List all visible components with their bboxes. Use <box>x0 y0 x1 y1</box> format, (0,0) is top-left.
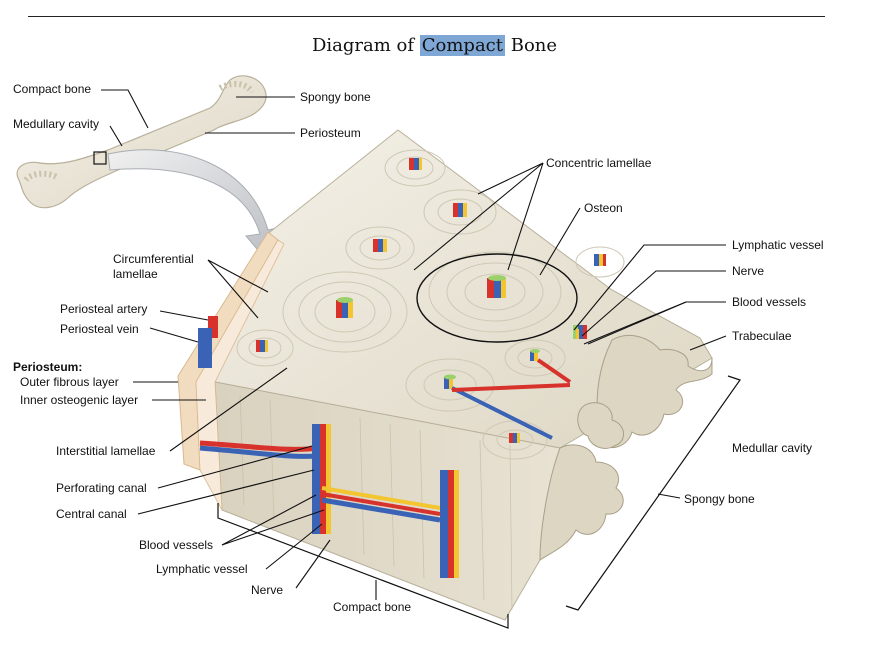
front-vessels <box>199 424 459 578</box>
perforating-artery-2 <box>536 358 572 384</box>
label-periosteum-heading: Periosteum: <box>13 360 82 374</box>
label-compact-bone-bottom: Compact bone <box>333 600 411 614</box>
magnify-box <box>93 151 107 165</box>
perforating-artery <box>451 383 571 392</box>
diagram-labels: Compact bone Medullary cavity Spongy bon… <box>13 82 824 614</box>
perforating-vein <box>451 386 553 440</box>
label-outer-fibrous: Outer fibrous layer <box>20 375 119 389</box>
label-periosteal-vein: Periosteal vein <box>60 322 139 336</box>
label-periosteum: Periosteum <box>300 126 361 140</box>
spongy-bone-bracket <box>565 375 741 611</box>
label-spongy-bone-top: Spongy bone <box>300 90 371 104</box>
label-periosteal-artery: Periosteal artery <box>60 302 147 316</box>
bundle-9 <box>509 433 520 443</box>
bundle-5 <box>373 239 387 252</box>
diagram-title: Diagram of Compact Bone <box>0 35 869 56</box>
spongy-bone-tissue <box>539 335 713 561</box>
label-blood-vessels-left: Blood vessels <box>139 538 213 552</box>
title-highlight: Compact <box>419 35 505 56</box>
label-circumferential-1: Circumferential <box>113 252 194 266</box>
compact-bone-bracket <box>217 503 509 629</box>
title-prefix: Diagram of <box>311 35 415 56</box>
label-concentric-lamellae: Concentric lamellae <box>546 156 652 170</box>
bundle-2 <box>487 275 506 298</box>
bone-epiphysis-texture-2 <box>23 170 60 183</box>
label-spongy-bone-right: Spongy bone <box>684 492 755 506</box>
label-trabeculae: Trabeculae <box>732 329 792 343</box>
label-perforating: Perforating canal <box>56 481 147 495</box>
label-inner-osteogenic: Inner osteogenic layer <box>20 393 138 407</box>
label-blood-vessels-right: Blood vessels <box>732 295 806 309</box>
bundle-7 <box>444 374 456 389</box>
label-medullar-cavity: Medullar cavity <box>732 441 812 455</box>
top-rule <box>28 16 825 17</box>
label-circumferential-2: lamellae <box>113 267 158 281</box>
label-central: Central canal <box>56 507 127 521</box>
title-suffix: Bone <box>510 35 558 56</box>
bundle-8 <box>530 349 540 361</box>
long-bone-illustration <box>16 75 267 209</box>
periosteal-vein-vessel <box>198 328 212 368</box>
vessel-bundles <box>256 158 606 443</box>
label-compact-bone-top: Compact bone <box>13 82 91 96</box>
label-osteon: Osteon <box>584 201 623 215</box>
bundle-4 <box>453 203 467 217</box>
bundle-6 <box>256 340 268 352</box>
osteon-outline <box>416 253 578 343</box>
femur-shape <box>16 75 267 209</box>
leader-lines <box>101 89 727 600</box>
label-interstitial: Interstitial lamellae <box>56 444 156 458</box>
periosteal-artery-vessel <box>208 316 218 338</box>
bundle-10 <box>594 254 606 266</box>
label-lymphatic-right: Lymphatic vessel <box>732 238 824 252</box>
label-lymphatic-left: Lymphatic vessel <box>156 562 248 576</box>
label-nerve-right: Nerve <box>732 264 764 278</box>
label-medullary-cavity: Medullary cavity <box>13 117 99 131</box>
bundle-11 <box>573 325 587 339</box>
bundle-3 <box>409 158 422 170</box>
osteon-rings <box>236 149 625 460</box>
label-nerve-bottom: Nerve <box>251 583 283 597</box>
bundle-1 <box>336 297 353 318</box>
